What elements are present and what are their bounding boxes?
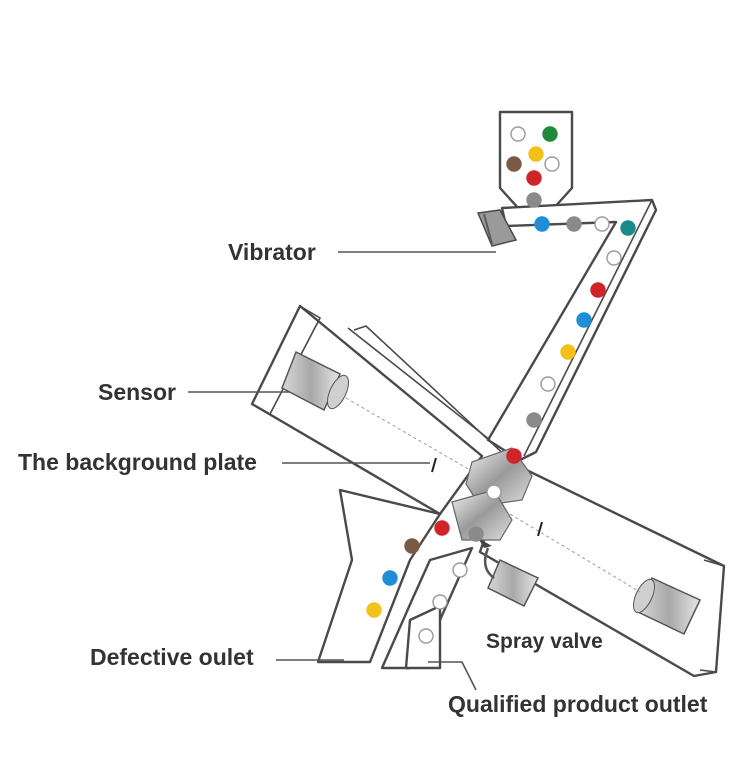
spray-valve-label: Spray valve <box>486 630 603 653</box>
vibrator-unit <box>476 209 518 247</box>
label-vibrator: Vibrator <box>228 239 496 265</box>
white-grain <box>486 484 502 500</box>
white-grain <box>594 216 610 232</box>
blue-grain <box>576 312 592 328</box>
green-grain <box>542 126 558 142</box>
yellow-grain <box>366 602 382 618</box>
right-camera <box>632 576 702 636</box>
yellow-grain <box>560 344 576 360</box>
sensor-label: Sensor <box>98 379 176 405</box>
gray-grain <box>468 526 484 542</box>
outlet-channels <box>316 488 474 670</box>
red-grain <box>526 170 542 186</box>
yellow-grain <box>528 146 544 162</box>
white-grain <box>432 594 448 610</box>
gray-grain <box>526 412 542 428</box>
background-plate-label: The background plate <box>18 449 257 475</box>
white-grain <box>606 250 622 266</box>
brown-grain <box>506 156 522 172</box>
background-plate-marks <box>431 457 543 537</box>
blue-grain <box>382 570 398 586</box>
white-grain <box>544 156 560 172</box>
red-grain <box>506 448 522 464</box>
label-spray-valve: Spray valve <box>486 630 603 653</box>
teal-grain <box>620 220 636 236</box>
defective-outlet-label: Defective oulet <box>90 644 254 670</box>
white-grain <box>540 376 556 392</box>
gray-grain <box>526 192 542 208</box>
label-sensor: Sensor <box>98 379 290 405</box>
brown-grain <box>404 538 420 554</box>
left-sensor-housing <box>250 304 491 516</box>
label-background-plate: The background plate <box>18 449 430 475</box>
white-grain <box>510 126 526 142</box>
label-defective-outlet: Defective oulet <box>90 644 344 670</box>
white-grain <box>418 628 434 644</box>
grain-particles <box>366 126 636 644</box>
white-grain <box>452 562 468 578</box>
label-qualified-outlet: Qualified product outlet <box>428 661 708 717</box>
spray-valve <box>478 538 540 608</box>
red-grain <box>590 282 606 298</box>
left-camera <box>281 350 350 412</box>
blue-grain <box>534 216 550 232</box>
qualified-outlet-label: Qualified product outlet <box>448 691 708 717</box>
vibrator-label: Vibrator <box>228 239 316 265</box>
red-grain <box>434 520 450 536</box>
gray-grain <box>566 216 582 232</box>
